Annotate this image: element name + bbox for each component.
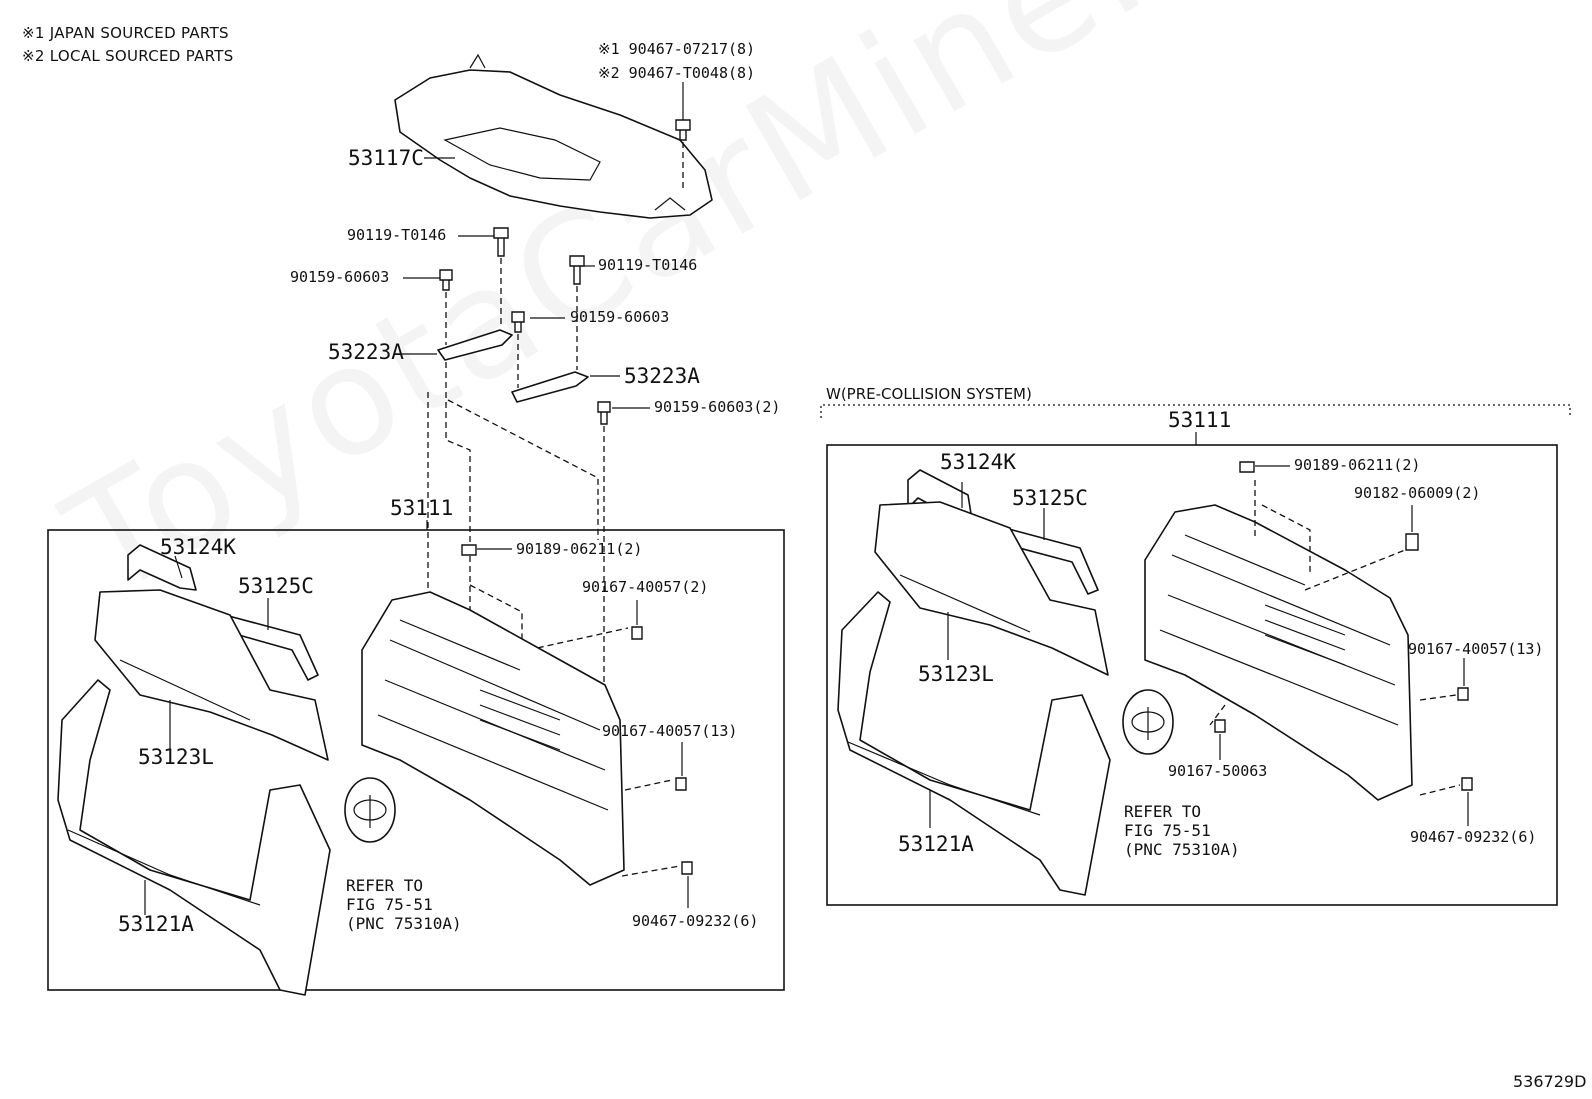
figure-id: 536729D [1513, 1072, 1587, 1091]
label-nut-right: 90189-06211(2) [1294, 456, 1421, 474]
label-53123l-left: 53123L [138, 745, 214, 769]
clip-90467 [675, 119, 691, 141]
label-bolt-small-left: 90159-60603 [290, 268, 390, 286]
label-53223a-left: 53223A [328, 340, 404, 364]
label-screw-c-right: 90167-50063 [1168, 762, 1268, 780]
pre-collision-bracket [820, 404, 1571, 418]
label-screw-b-right: 90167-40057(13) [1408, 640, 1544, 658]
bolt-90159-right [511, 311, 525, 333]
grille-lower-53123l-left [94, 589, 329, 761]
label-53111-right: 53111 [1168, 408, 1232, 432]
screw-90167-a-left [631, 626, 643, 640]
label-nut-left: 90189-06211(2) [516, 540, 643, 558]
label-bolt-grille-top: 90159-60603(2) [654, 398, 781, 416]
grille-assembly-right [1144, 504, 1413, 801]
nut-90189-left [461, 544, 477, 556]
screw-90167-b-left [675, 777, 687, 791]
nut-90189-right [1239, 461, 1255, 473]
screw-90167-b-right [1457, 687, 1469, 701]
grille-surround-53121a-right [837, 591, 1111, 896]
refer-note-right: REFER TO FIG 75-51 (PNC 75310A) [1124, 802, 1240, 859]
clip-90467-09232-right [1461, 777, 1473, 791]
label-clip-left: 90467-09232(6) [632, 912, 759, 930]
legend-local: ※2 LOCAL SOURCED PARTS [22, 47, 234, 65]
label-screw-b-left: 90167-40057(13) [602, 722, 738, 740]
label-53124k-right: 53124K [940, 450, 1016, 474]
grille-assembly-left [361, 591, 625, 886]
label-53223a-right: 53223A [624, 364, 700, 388]
label-53121a-right: 53121A [898, 832, 974, 856]
bolt-90159-grille [597, 401, 611, 425]
right-group-box [826, 444, 1558, 906]
refer-note-left: REFER TO FIG 75-51 (PNC 75310A) [346, 876, 462, 933]
label-bolt-small-right: 90159-60603 [570, 308, 670, 326]
label-53123l-right: 53123L [918, 662, 994, 686]
bolt-90119-left [493, 227, 509, 257]
clip-90467-09232-left [681, 861, 693, 875]
grille-surround-53121a-left [57, 679, 331, 996]
left-group-box [47, 529, 785, 991]
bracket-53223a-left [437, 329, 513, 361]
label-bolt-upper-right: 90119-T0146 [598, 256, 698, 274]
nut-90182-right [1405, 533, 1419, 551]
bolt-90159-left [439, 269, 453, 291]
label-53121a-left: 53121A [118, 912, 194, 936]
molding-53124k-left [127, 544, 197, 591]
section-pre-collision: W(PRE-COLLISION SYSTEM) [826, 385, 1032, 403]
screw-90167-50063-right [1214, 719, 1226, 733]
label-53124k-left: 53124K [160, 535, 236, 559]
legend-japan: ※1 JAPAN SOURCED PARTS [22, 24, 229, 42]
label-bracket-nut-right: 90182-06009(2) [1354, 484, 1481, 502]
label-53125c-right: 53125C [1012, 486, 1088, 510]
label-clip-right: 90467-09232(6) [1410, 828, 1537, 846]
label-clip-local: ※2 90467-T0048(8) [598, 64, 756, 82]
label-53125c-left: 53125C [238, 574, 314, 598]
label-bolt-upper-left: 90119-T0146 [347, 226, 447, 244]
label-screw-a-left: 90167-40057(2) [582, 578, 709, 596]
label-53117c: 53117C [348, 146, 424, 170]
bracket-53223a-right [511, 371, 589, 403]
undercover-53117c [394, 69, 713, 219]
bolt-90119-right [569, 255, 585, 285]
label-53111-left: 53111 [390, 496, 454, 520]
label-clip-japan: ※1 90467-07217(8) [598, 40, 756, 58]
grille-lower-53123l-right [874, 501, 1109, 676]
